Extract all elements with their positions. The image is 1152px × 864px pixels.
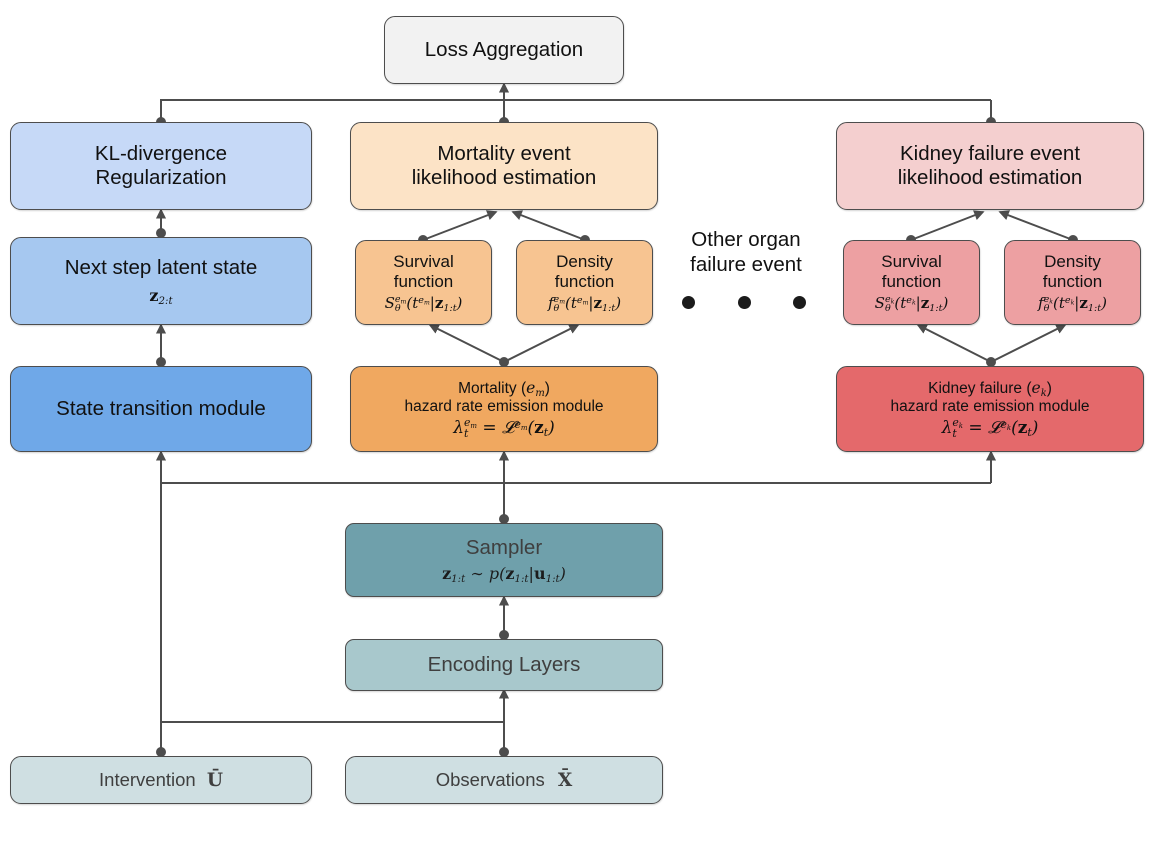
dot-1 (682, 295, 695, 309)
node-intervention[interactable]: Intervention Ū (10, 756, 312, 804)
kl-divergence-label-line1: KL-divergence (94, 141, 228, 165)
node-sampler[interactable]: Sampler z1:t ∼ p(z1:t|u1:t) (345, 523, 663, 597)
kidney-hazard-label-line2: hazard rate emission module (890, 398, 1090, 416)
mortality-hazard-label-line1: Mortality (em) (458, 378, 550, 399)
mortality-survival-label-line1: Survival (393, 251, 454, 271)
intervention-text: Intervention (99, 768, 196, 790)
kl-divergence-label-line2: Regularization (95, 166, 227, 189)
node-kl-divergence[interactable]: KL-divergence Regularization (10, 122, 312, 210)
kidney-hazard-label-line1: Kidney failure (ek) (928, 378, 1052, 399)
node-mortality-hazard[interactable]: Mortality (em) hazard rate emission modu… (350, 366, 658, 452)
mortality-likelihood-label-line1: Mortality event (437, 141, 571, 165)
node-mortality-likelihood[interactable]: Mortality event likelihood estimation (350, 122, 658, 210)
kidney-survival-label-line1: Survival (881, 251, 942, 271)
sampler-formula: z1:t ∼ p(z1:t|u1:t) (442, 564, 566, 586)
node-kidney-hazard[interactable]: Kidney failure (ek) hazard rate emission… (836, 366, 1144, 452)
dot-3 (793, 295, 806, 309)
observations-label: Observations X̄ (435, 768, 573, 791)
other-organ-label-line2: failure event (690, 252, 802, 276)
node-observations[interactable]: Observations X̄ (345, 756, 663, 804)
other-organ-failure-label: Other organ failure event (666, 228, 826, 277)
loss-aggregation-label: Loss Aggregation (424, 37, 584, 61)
encoding-layers-label: Encoding Layers (427, 652, 581, 676)
kidney-survival-label-line2: function (881, 271, 942, 291)
kidney-density-label-line2: function (1042, 271, 1103, 291)
node-state-transition[interactable]: State transition module (10, 366, 312, 452)
node-loss-aggregation[interactable]: Loss Aggregation (384, 16, 624, 84)
node-encoding-layers[interactable]: Encoding Layers (345, 639, 663, 691)
other-organ-label-line1: Other organ (691, 228, 801, 251)
kidney-likelihood-label-line1: Kidney failure event (899, 141, 1081, 165)
kidney-density-label-line1: Density (1044, 251, 1101, 271)
next-latent-state-formula: z2:t (149, 286, 173, 308)
mortality-density-label-line1: Density (556, 251, 613, 271)
state-transition-label: State transition module (56, 396, 266, 420)
sampler-label: Sampler (465, 535, 543, 559)
mortality-density-label-line2: function (554, 271, 615, 291)
mortality-survival-label-line2: function (393, 271, 454, 291)
node-kidney-likelihood[interactable]: Kidney failure event likelihood estimati… (836, 122, 1144, 210)
mortality-likelihood-label-line2: likelihood estimation (411, 166, 597, 189)
kidney-likelihood-label-line2: likelihood estimation (897, 166, 1083, 189)
dot-2 (737, 295, 751, 309)
ellipsis-dots (682, 294, 806, 310)
observations-text: Observations (435, 768, 545, 790)
next-latent-state-label: Next step latent state (64, 255, 258, 279)
mortality-hazard-label-line2: hazard rate emission module (404, 398, 604, 416)
node-next-latent-state[interactable]: Next step latent state z2:t (10, 237, 312, 325)
intervention-label: Intervention Ū (99, 768, 223, 791)
